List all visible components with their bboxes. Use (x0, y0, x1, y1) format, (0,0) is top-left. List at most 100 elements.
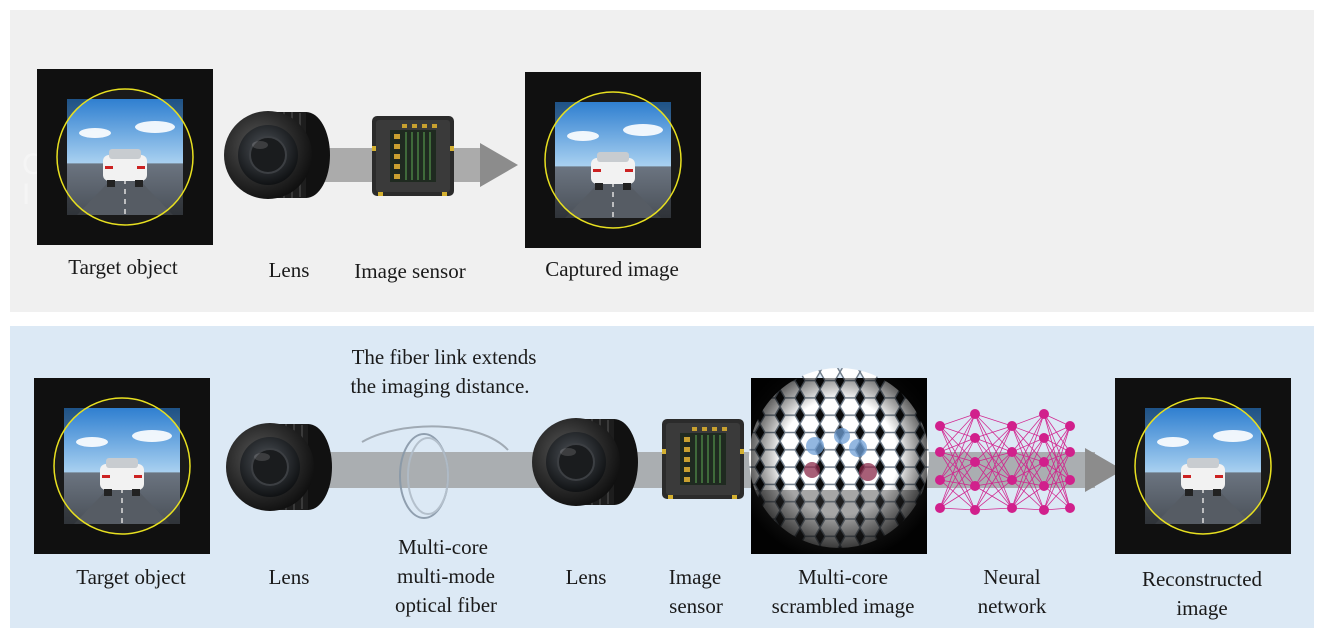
neural-network-edge (1043, 461, 1071, 509)
neural-network-node (970, 481, 980, 491)
neural-network-edge (1043, 485, 1071, 509)
neural-network-edge (939, 425, 976, 511)
neural-network-edge (974, 413, 1013, 481)
neural-network-edge (1011, 451, 1045, 511)
neural-network-edge (974, 479, 1013, 487)
lens-icon (531, 417, 639, 507)
neural-network-edge (1011, 437, 1045, 453)
neural-network-edge (1043, 413, 1071, 509)
neural-network-edge (1011, 425, 1045, 487)
reconstructed-image-label-line-2: image (1176, 596, 1228, 620)
neural-network-edge (1043, 425, 1071, 463)
neural-network-edge (974, 413, 1013, 453)
lens-icon (225, 422, 333, 512)
neural-network-edge (939, 437, 976, 509)
neural-network-node (1039, 409, 1049, 419)
neural-network-icon (939, 413, 1071, 511)
neural-network-edge (1011, 437, 1045, 509)
neural-network-edge (1043, 451, 1071, 511)
neural-network-edge (974, 425, 1013, 439)
neural-network-edge (1011, 413, 1045, 427)
neural-network-edge (939, 425, 976, 487)
neural-network-edge (974, 425, 1013, 511)
neural-network-edge (1011, 425, 1045, 463)
neural-network-edge (939, 425, 976, 439)
neural-network-edge (974, 451, 1013, 487)
neural-network-edge (1043, 425, 1071, 511)
neural-network-node (1065, 475, 1075, 485)
neural-network-edge (939, 451, 976, 463)
neural-network-edge (1043, 413, 1071, 481)
neural-network-edge (974, 437, 1013, 509)
target-object-label: Target object (76, 565, 186, 589)
neural-network-edge (1011, 451, 1045, 463)
neural-network-edge (974, 413, 1013, 509)
image-sensor-icon (371, 115, 455, 197)
target-object-image (33, 377, 211, 555)
neural-network-node (1007, 447, 1017, 457)
neural-network-edge (1011, 425, 1045, 439)
neural-network-edge (974, 413, 1013, 427)
neural-network-edge (939, 413, 976, 427)
neural-network-edge (939, 425, 976, 463)
captured-image-label: Captured image (545, 257, 679, 281)
neural-network-edge (974, 485, 1013, 509)
neural-network-edge (1011, 461, 1045, 481)
fiber-label-line-1: Multi-core (398, 535, 488, 559)
scrambled-image-label-line-2: scrambled image (771, 594, 915, 618)
neural-network-edge (939, 461, 976, 509)
neural-network-node (1007, 503, 1017, 513)
neural-network-edge (1011, 451, 1045, 487)
neural-network-edge (974, 425, 1013, 487)
optical-fiber-coil-icon (361, 425, 509, 519)
multi-core-scrambled-image (749, 368, 929, 554)
neural-network-node (1039, 433, 1049, 443)
neural-network-node (935, 503, 945, 513)
scrambled-image-label-line-1: Multi-core (798, 565, 888, 589)
neural-network-edge (1011, 413, 1045, 481)
neural-network-edge (1043, 437, 1071, 481)
image-sensor-icon (661, 418, 745, 500)
neural-network-nodes (935, 409, 1075, 515)
neural-network-edge (1011, 413, 1045, 453)
faded-text-fragment: I (22, 178, 31, 211)
neural-network-edge (1043, 425, 1071, 487)
neural-network-node (1039, 481, 1049, 491)
neural-network-edge (974, 461, 1013, 509)
neural-network-edge (939, 479, 976, 511)
neural-network-edge (1043, 461, 1071, 481)
neural-network-edge (939, 437, 976, 481)
fiber-label-line-3: optical fiber (394, 593, 498, 617)
neural-network-edge (1011, 425, 1045, 511)
neural-network-node (935, 421, 945, 431)
neural-network-edge (939, 451, 976, 511)
neural-network-edge (1011, 485, 1045, 509)
lens-label: Lens (565, 565, 607, 589)
neural-network-edge (1011, 461, 1045, 509)
neural-network-edge (1043, 413, 1071, 453)
neural-network-edge (939, 461, 976, 481)
neural-network-edge (939, 413, 976, 453)
neural-network-edge (939, 413, 976, 481)
neural-network-node (970, 409, 980, 419)
captured-image (524, 71, 702, 249)
neural-network-edge (1011, 413, 1045, 509)
neural-network-label-line-2: network (977, 594, 1047, 618)
neural-network-node (1065, 503, 1075, 513)
neural-network-node (1039, 505, 1049, 515)
fiber-caption-line-2: the imaging distance. (350, 374, 530, 398)
lens-label: Lens (268, 258, 310, 282)
neural-network-edge (1011, 479, 1045, 511)
fiber-label-line-2: multi-mode (397, 564, 495, 588)
neural-network-edge (939, 413, 976, 509)
neural-network-edge (974, 461, 1013, 481)
reconstructed-image-label-line-1: Reconstructed (1141, 567, 1263, 591)
neural-network-node (1065, 421, 1075, 431)
image-sensor-label-line-2: sensor (669, 594, 723, 618)
neural-network-edge (1043, 437, 1071, 509)
image-sensor-label: Image sensor (354, 259, 466, 283)
neural-network-edge (1011, 507, 1045, 511)
neural-network-edge (939, 507, 976, 511)
neural-network-edge (1011, 479, 1045, 487)
